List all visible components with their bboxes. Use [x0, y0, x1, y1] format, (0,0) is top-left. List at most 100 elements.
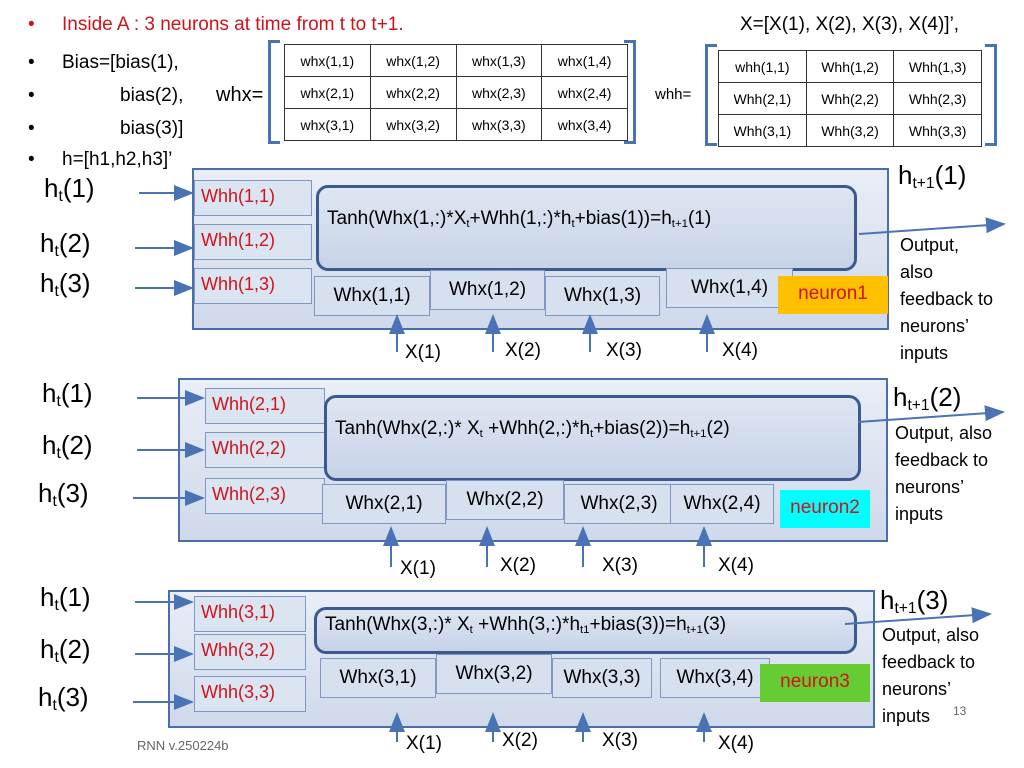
ht-input-label: ht(2)	[42, 430, 93, 461]
output-description-line: feedback to	[882, 652, 976, 672]
h-sub: t+1	[912, 174, 935, 192]
neuron-name-label: neuron2	[780, 490, 870, 528]
neuron-name-label: neuron1	[778, 276, 888, 314]
h-letter: h	[40, 634, 55, 664]
whx-cell: whx(3,3)	[455, 108, 543, 141]
output-description-line: inputs	[882, 706, 931, 726]
whx-cell: whx(1,1)	[284, 44, 371, 77]
ht-input-label: ht(1)	[44, 173, 95, 204]
h-sub: t	[58, 187, 63, 205]
x-input-label: X(1)	[400, 558, 436, 579]
whx-weight-box: Whx(2,3)	[564, 484, 674, 524]
eq-sub-t: t	[469, 623, 473, 636]
bullet-marker-2: •	[28, 52, 35, 73]
whh-matrix: whh(1,1)Whh(1,2)Whh(1,3)Whh(2,1)Whh(2,2)…	[718, 50, 982, 147]
h-sub: t	[54, 242, 59, 260]
whx-weight-box: Whx(3,2)	[436, 654, 552, 694]
whx-weight-box: Whx(3,1)	[320, 658, 436, 698]
output-arrow	[844, 607, 992, 625]
whx-right-bracket	[624, 40, 636, 144]
output-description-line: Output,	[900, 235, 960, 255]
h-sub: t	[52, 492, 57, 510]
h-index: (3)	[58, 268, 91, 298]
h-index: (3)	[56, 478, 89, 508]
whh-cell: Whh(2,3)	[893, 82, 982, 115]
whx-weight-box: Whx(2,2)	[446, 480, 564, 520]
x-input-label: X(3)	[606, 340, 642, 361]
whx-left-bracket	[268, 40, 280, 144]
whh-weight-box: Whh(1,2)	[194, 224, 312, 260]
bias-line-1: Bias=[bias(1),	[62, 52, 179, 73]
ht-input-label: ht(2)	[40, 228, 91, 259]
h-index: (2)	[58, 228, 91, 258]
whh-weight-box: Whh(1,1)	[194, 180, 312, 216]
bullet-title: Inside A : 3 neurons at time from t to t…	[62, 14, 404, 35]
whx-cell: whx(3,2)	[369, 108, 457, 141]
h-index: (2)	[60, 430, 93, 460]
eq-part-a: Tanh(Whx(1,:)*X	[327, 208, 467, 229]
whx-row: whx(2,1)whx(2,2)whx(2,3)whx(2,4)	[284, 76, 628, 109]
whx-weight-box: Whx(1,2)	[430, 270, 545, 310]
ht-input-label: ht(2)	[40, 634, 91, 665]
h-index: (1)	[62, 173, 95, 203]
whh-cell: Whh(3,3)	[893, 114, 982, 147]
ht-input-label: ht(3)	[38, 478, 89, 509]
eq-part-b: +Whh(2,:)*h	[482, 418, 591, 439]
eq-sub-t: t	[466, 217, 470, 230]
tanh-equation: Tanh(Whx(1,:)*Xt+Whh(1,:)*ht+bias(1))=ht…	[316, 185, 857, 271]
ht-plus-1-output-label: ht+1(1)	[898, 160, 966, 191]
eq-sub-h: t	[571, 217, 575, 230]
eq-part-c: +bias(3))=h	[589, 614, 687, 635]
x-input-label: X(4)	[718, 555, 754, 576]
h-vector-line: h=[h1,h2,h3]’	[62, 149, 173, 170]
ht-input-label: ht(1)	[40, 582, 91, 613]
output-description-line: feedback to	[895, 450, 989, 470]
whh-row: whh(1,1)Whh(1,2)Whh(1,3)	[718, 50, 982, 83]
h-index: (3)	[56, 682, 89, 712]
output-description-line: neurons’	[900, 316, 970, 336]
h-letter: h	[40, 228, 55, 258]
h-index: (1)	[58, 582, 91, 612]
ht-plus-1-output-label: ht+1(2)	[893, 382, 961, 413]
h-letter: h	[44, 173, 59, 203]
neuron-name-label: neuron3	[760, 664, 870, 702]
eq-part-a: Tanh(Whx(3,:)* X	[325, 614, 470, 635]
whh-label: whh=	[655, 86, 692, 103]
x-input-label: X(2)	[502, 730, 538, 751]
output-arrow	[857, 405, 1005, 423]
whh-cell: Whh(2,1)	[718, 82, 807, 115]
whx-label: whx=	[216, 84, 264, 106]
h-sub: t	[54, 596, 59, 614]
h-letter: h	[40, 582, 55, 612]
h-letter: h	[893, 382, 908, 412]
eq-part-b: +Whh(3,:)*h	[472, 614, 581, 635]
eq-sub-t1: t+1	[686, 623, 703, 636]
bullet-marker-4: •	[28, 118, 35, 139]
output-description-line: Output, also	[882, 625, 980, 645]
whh-row: Whh(2,1)Whh(2,2)Whh(2,3)	[718, 82, 982, 115]
whh-left-bracket	[705, 44, 717, 146]
x-input-label: X(1)	[405, 342, 441, 363]
h-sub: t	[56, 444, 61, 462]
whh-weight-box: Whh(1,3)	[194, 268, 312, 304]
whx-cell: whx(3,1)	[284, 108, 371, 141]
bullet-marker-3: •	[28, 85, 35, 106]
eq-part-d: (1)	[687, 208, 712, 229]
ht-plus-1-output-label: ht+1(3)	[880, 585, 948, 616]
x-input-label: X(2)	[505, 340, 541, 361]
h-letter: h	[38, 478, 53, 508]
whh-weight-box: Whh(2,2)	[205, 432, 325, 468]
eq-sub-t: t	[479, 427, 483, 440]
whx-cell: whx(3,4)	[541, 108, 628, 141]
x-vector-label: X=[X(1), X(2), X(3), X(4)]’,	[740, 14, 960, 35]
footer-version: RNN v.250224b	[137, 738, 229, 753]
h-sub: t	[52, 696, 57, 714]
eq-sub-t1: t+1	[690, 427, 707, 440]
whh-cell: Whh(1,2)	[805, 50, 895, 83]
output-description-line: inputs	[895, 504, 944, 524]
h-sub: t+1	[907, 396, 930, 414]
x-input-label: X(2)	[500, 555, 536, 576]
whh-weight-box: Whh(2,3)	[205, 478, 325, 514]
